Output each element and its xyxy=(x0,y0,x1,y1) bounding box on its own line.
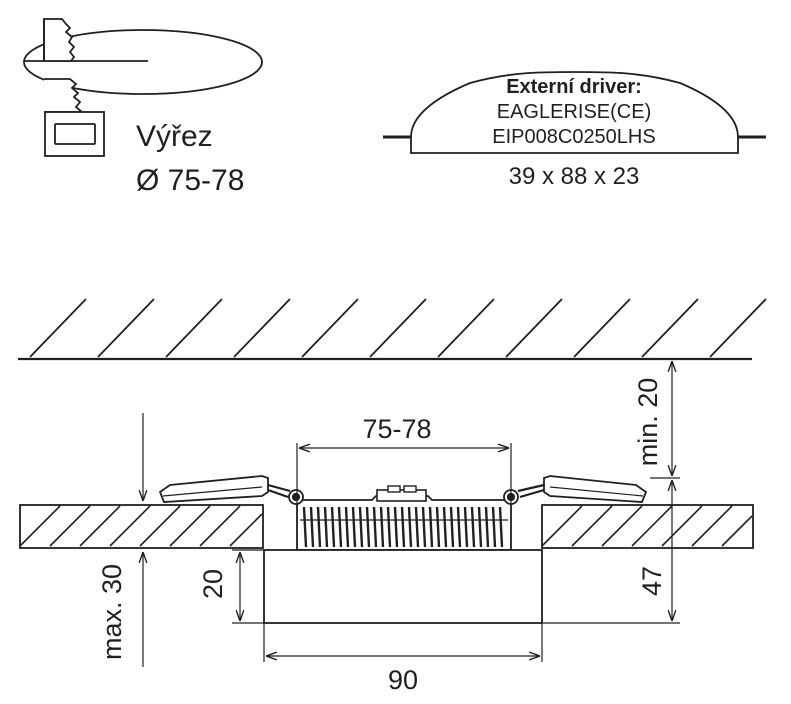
ceiling-hatch-line xyxy=(29,298,87,358)
panel-hatch-line xyxy=(541,505,583,547)
cutout-label: Výřez xyxy=(136,120,213,153)
driver-brand: EAGLERISE(CE) xyxy=(497,101,651,123)
heatsink-fin xyxy=(323,506,329,548)
luminaire-bezel xyxy=(263,549,543,624)
driver-model: EIP008C0250LHS xyxy=(492,126,655,148)
panel-hatch-line xyxy=(49,505,91,547)
ceiling-hatch-line xyxy=(437,298,495,358)
panel-hatch-line xyxy=(229,513,263,547)
dim-bezel-width xyxy=(263,623,543,662)
heatsink-fin xyxy=(386,506,392,548)
panel-right xyxy=(541,504,754,549)
ceiling-hatch-line xyxy=(301,298,359,358)
dim-cutout-width-label: 75-78 xyxy=(362,414,431,444)
ceiling-hatch-line xyxy=(505,298,563,358)
heatsink-fin xyxy=(484,506,490,548)
panel-hatch-line xyxy=(691,505,733,547)
heatsink-fin xyxy=(351,506,357,548)
dim-bezel-width-label: 90 xyxy=(388,665,418,695)
spring-clip-left xyxy=(158,475,304,505)
heatsink-fin xyxy=(302,506,308,548)
panel-hatch-line xyxy=(199,505,241,547)
heatsink-fin xyxy=(421,506,427,548)
panel-hatch-line xyxy=(19,505,61,547)
spring-clip-right xyxy=(503,475,648,505)
heatsink-fin xyxy=(372,506,378,548)
dim-total-height xyxy=(542,480,680,624)
ceiling-hatch-line xyxy=(573,298,631,358)
heatsink-fin xyxy=(470,506,476,548)
panel-hatch-line xyxy=(139,505,181,547)
panel-left xyxy=(19,504,264,549)
heatsink-fin xyxy=(414,506,420,548)
heatsink-fin xyxy=(449,506,455,548)
dim-bezel-height xyxy=(232,549,264,624)
luminaire-heatsink xyxy=(296,485,512,551)
ceiling-hatch-line xyxy=(641,298,699,358)
cutout-icon xyxy=(23,18,263,157)
heatsink-fin xyxy=(463,506,469,548)
heatsink-fin xyxy=(428,506,434,548)
heatsink-fin xyxy=(400,506,406,548)
heatsink-fin xyxy=(442,506,448,548)
panel-hatch-line xyxy=(571,505,613,547)
heatsink-fin xyxy=(435,506,441,548)
driver-dimensions: 39 x 88 x 23 xyxy=(509,163,640,190)
heatsink-fin xyxy=(316,506,322,548)
dim-bezel-height-label: 20 xyxy=(198,569,228,599)
cutout-diameter: Ø 75-78 xyxy=(136,164,244,197)
heatsink-fin xyxy=(498,506,504,548)
ceiling-hatch-line xyxy=(709,298,767,358)
heatsink-fin xyxy=(491,506,497,548)
panel-hatch-line xyxy=(721,515,753,547)
dim-min-clearance-label: min. 20 xyxy=(633,378,663,467)
panel-hatch-line xyxy=(601,505,643,547)
ceiling-hatch-line xyxy=(233,298,291,358)
ceiling-hatch-line xyxy=(97,298,155,358)
heatsink-fin xyxy=(365,506,371,548)
heatsink-fin xyxy=(337,506,343,548)
panel-hatch-line xyxy=(109,505,151,547)
heatsink-fin xyxy=(456,506,462,548)
heatsink-fin xyxy=(309,506,315,548)
heatsink-fin xyxy=(393,506,399,548)
heatsink-fin xyxy=(358,506,364,548)
heatsink-fin xyxy=(407,506,413,548)
ceiling-hatch-line xyxy=(165,298,223,358)
dim-total-height-label: 47 xyxy=(637,566,667,596)
dim-min-clearance xyxy=(650,361,680,479)
ceiling-hatch-line xyxy=(369,298,427,358)
ceiling-hatch xyxy=(29,298,767,358)
dim-cutout-width xyxy=(296,443,512,503)
heatsink-fin xyxy=(344,506,350,548)
heatsink-fin xyxy=(477,506,483,548)
panel-hatch-line xyxy=(79,505,121,547)
driver-icon xyxy=(383,71,766,154)
heatsink-fin xyxy=(379,506,385,548)
panel-hatch-line xyxy=(169,505,211,547)
heatsink-fin xyxy=(330,506,336,548)
panel-hatch-line xyxy=(631,505,673,547)
driver-title: Externí driver: xyxy=(506,76,642,98)
dim-max-ceiling-label: max. 30 xyxy=(97,564,127,660)
